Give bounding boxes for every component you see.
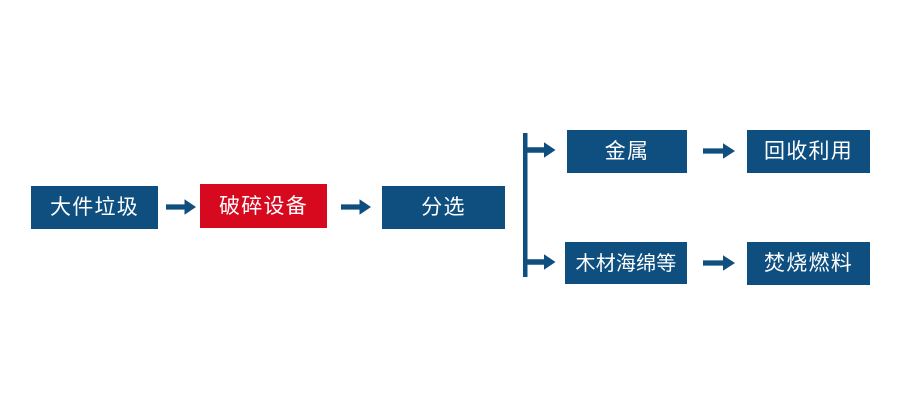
flow-node-label: 分选 <box>421 195 466 219</box>
arrow-right-icon-wood-to-incineration <box>703 252 735 274</box>
flow-node-label: 大件垃圾 <box>49 195 140 219</box>
arrow-right-icon-crusher-to-sorting <box>341 196 371 218</box>
flow-node-bulky-waste[interactable]: 大件垃圾 <box>31 186 158 229</box>
flow-node-sorting[interactable]: 分选 <box>382 186 505 229</box>
flow-node-label: 金属 <box>604 139 650 163</box>
flow-node-wood-sponge[interactable]: 木材海绵等 <box>565 242 687 284</box>
arrow-right-icon-waste-to-crusher <box>166 196 196 218</box>
flow-node-label: 回收利用 <box>763 139 854 163</box>
flow-node-label: 木材海绵等 <box>575 251 677 275</box>
flow-node-label: 焚烧燃料 <box>763 251 854 275</box>
arrow-right-icon-metal-to-recycling <box>703 140 735 162</box>
flow-node-recycling[interactable]: 回收利用 <box>747 130 870 173</box>
split-bracket-connector <box>518 126 570 284</box>
flow-node-label: 破碎设备 <box>218 193 309 218</box>
flow-node-metal[interactable]: 金属 <box>567 130 687 173</box>
flow-node-incineration[interactable]: 焚烧燃料 <box>747 242 870 285</box>
flow-node-crusher[interactable]: 破碎设备 <box>200 184 327 228</box>
